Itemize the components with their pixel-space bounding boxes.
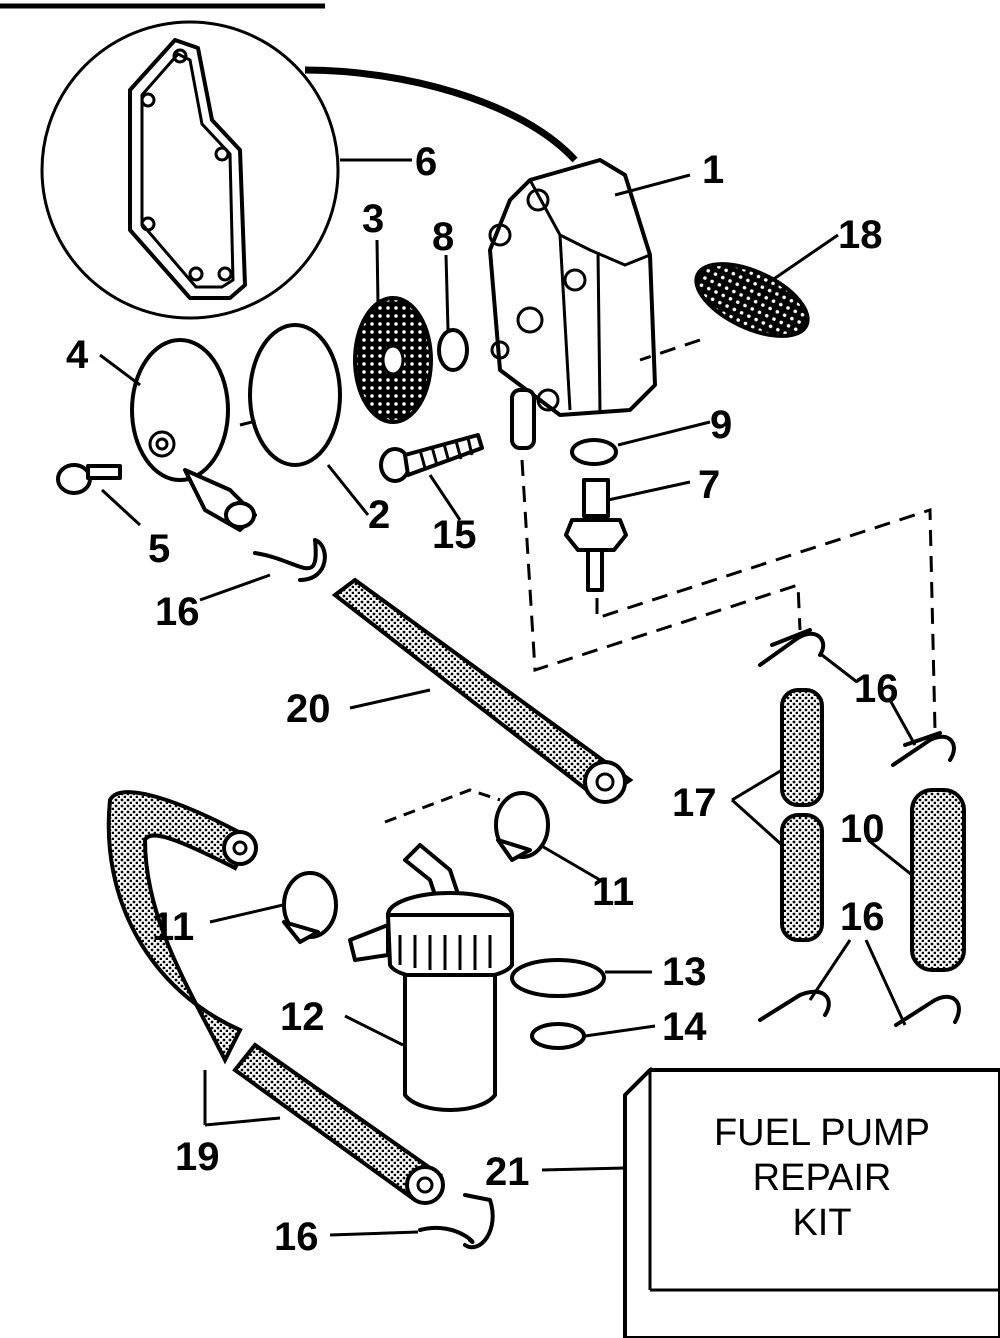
callout-14: 14 <box>662 1005 707 1049</box>
ring-clamp-upper <box>494 791 550 862</box>
callout-5: 5 <box>148 527 170 571</box>
callout-10: 10 <box>840 807 885 851</box>
hose-short-upper <box>780 688 824 807</box>
fuel-filter-bowl <box>348 843 514 1112</box>
hose-clip-upper-left <box>253 538 327 582</box>
callout-16-bottom: 16 <box>274 1215 319 1259</box>
fitting-washer <box>570 438 618 466</box>
fuel-pump-body <box>488 158 657 450</box>
filter-hose <box>910 788 966 972</box>
hose-clip-right-lower-left <box>758 989 831 1022</box>
callout-8: 8 <box>432 215 454 259</box>
leader-lines <box>99 158 917 1237</box>
cover-screw <box>56 463 122 495</box>
callout-11-upper: 11 <box>592 870 634 914</box>
bowl-gasket-small <box>530 1022 586 1050</box>
callout-6: 6 <box>415 140 437 184</box>
hose-clip-right-lower-right <box>894 994 961 1027</box>
callout-16-right-upper: 16 <box>854 667 899 711</box>
callout-2: 2 <box>368 493 390 537</box>
hose-short-lower <box>780 813 824 942</box>
callout-12: 12 <box>280 995 325 1039</box>
callout-16-right-lower: 16 <box>840 895 885 939</box>
callout-21: 21 <box>485 1150 530 1194</box>
pump-cover <box>130 338 257 532</box>
gasket-detail-circle <box>40 20 340 320</box>
bowl-gasket-large <box>510 958 606 998</box>
fuel-fitting <box>564 478 628 592</box>
kit-label-line-3: KIT <box>792 1202 851 1244</box>
callout-4: 4 <box>66 333 89 377</box>
long-screw <box>379 433 484 483</box>
callout-19: 19 <box>175 1135 220 1179</box>
callout-3: 3 <box>362 197 384 241</box>
ring-clamp-left <box>282 871 338 944</box>
callout-11-left: 11 <box>152 905 194 949</box>
small-o-ring <box>437 328 469 372</box>
callout-9: 9 <box>710 403 732 447</box>
large-o-ring <box>248 323 342 467</box>
hose-clip-bottom <box>418 1193 495 1250</box>
callout-15: 15 <box>432 513 477 557</box>
callout-13: 13 <box>662 950 707 994</box>
callout-20: 20 <box>286 687 331 731</box>
callout-18: 18 <box>838 213 883 257</box>
callout-7: 7 <box>698 463 720 507</box>
dashed-guide-ring <box>384 788 501 824</box>
detail-leader-line <box>304 66 578 163</box>
hose-u-shaped <box>106 790 253 1065</box>
callout-labels: 1 2 3 4 5 6 7 8 9 10 11 11 12 13 14 15 1… <box>66 140 899 1259</box>
hose-clip-right-upper <box>758 628 826 667</box>
callout-1: 1 <box>702 148 724 192</box>
hose-clip-right-mid <box>891 731 956 767</box>
callout-17: 17 <box>672 781 717 825</box>
kit-label-line-2: REPAIR <box>753 1157 892 1199</box>
callout-16-upper-left: 16 <box>155 590 200 634</box>
assembly-dashed-lines <box>239 338 937 731</box>
hose-long <box>331 577 634 803</box>
kit-label-line-1: FUEL PUMP <box>714 1112 930 1154</box>
repair-kit-box: FUEL PUMP REPAIR KIT <box>623 1066 1000 1338</box>
filter-screen <box>694 262 810 338</box>
